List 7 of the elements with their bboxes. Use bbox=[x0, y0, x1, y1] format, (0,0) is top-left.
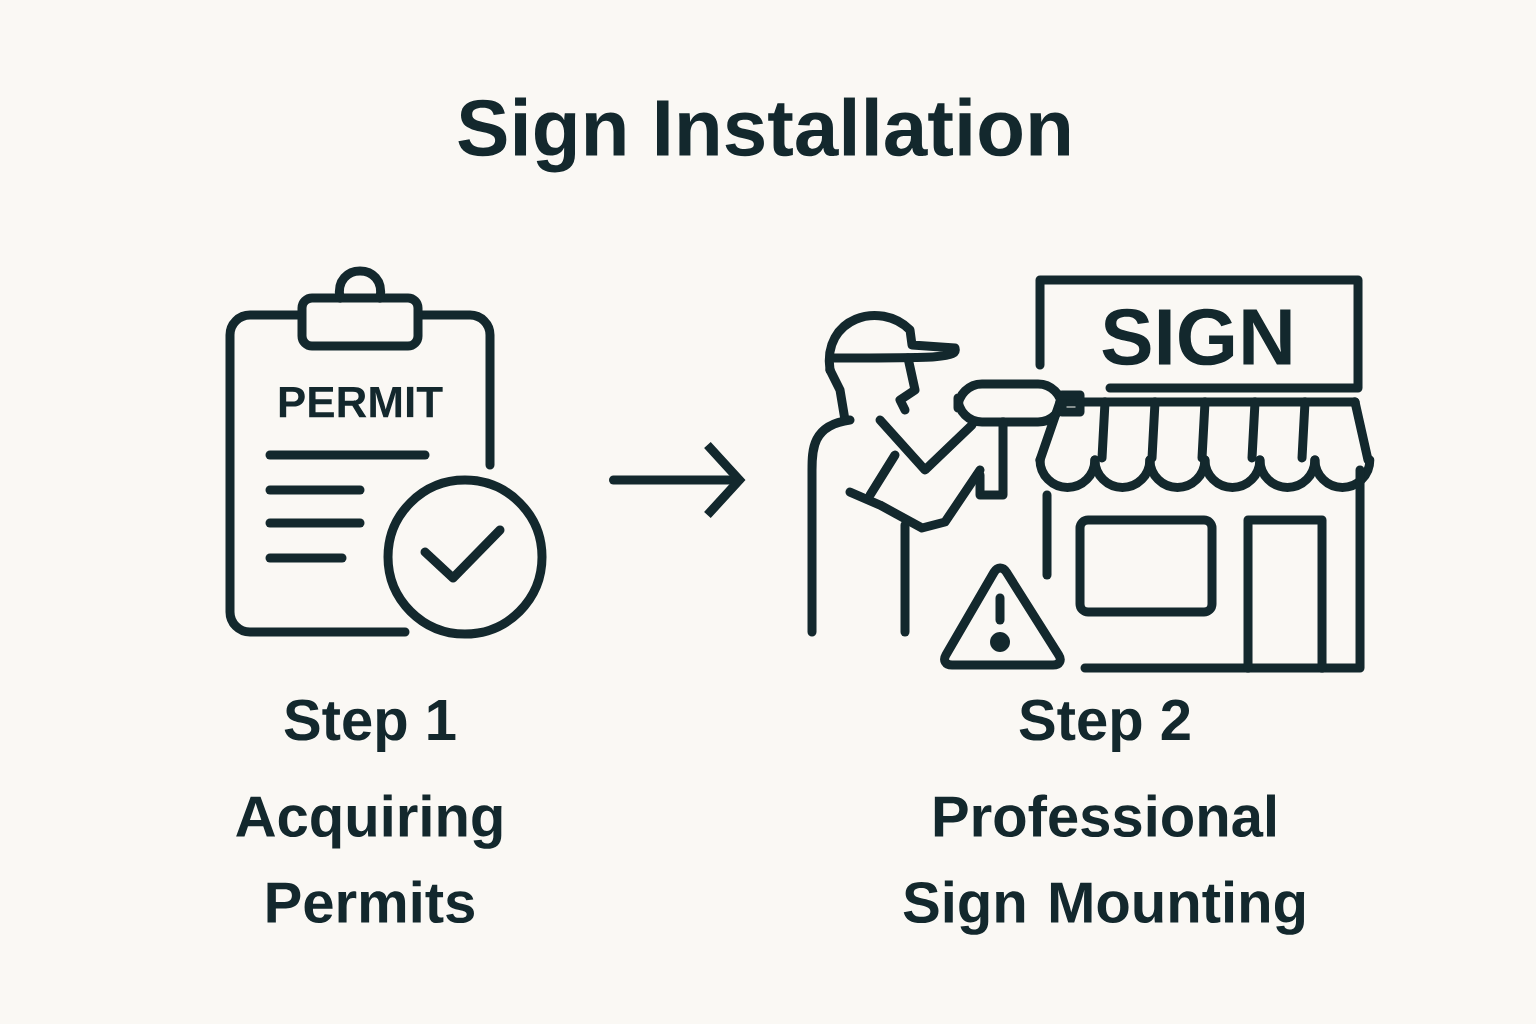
step-title: Professional Sign Mounting bbox=[903, 794, 1305, 935]
step-number: Step 1 bbox=[284, 699, 456, 753]
step-number: Step 2 bbox=[1019, 699, 1190, 753]
clipboard-text: PERMIT bbox=[279, 386, 443, 418]
step-title: Acquiring Permits bbox=[236, 794, 502, 924]
sign-text: SIGN bbox=[1102, 308, 1291, 366]
title: Sign Installation bbox=[458, 97, 1069, 173]
